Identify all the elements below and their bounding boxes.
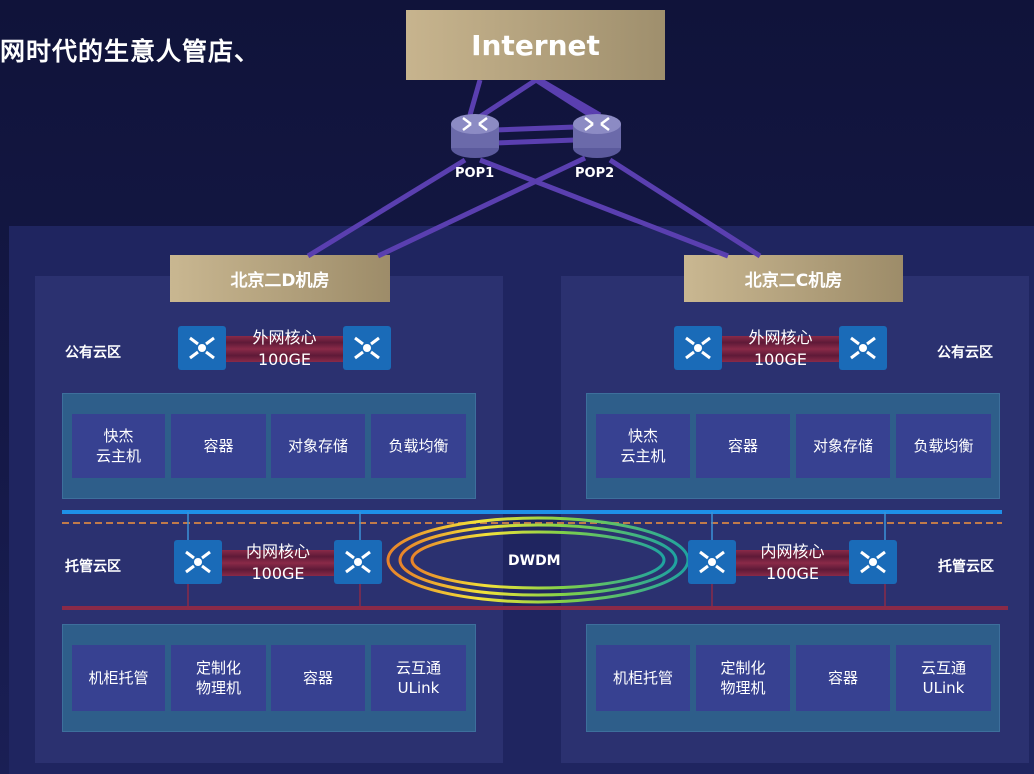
link-pop1-dc-right [479, 157, 729, 259]
left-hosted-service-0: 机柜托管 [72, 645, 165, 711]
link-pop1-dc-left [306, 157, 467, 259]
link-pop1-pop2-a [494, 124, 576, 133]
left-public-service-3: 负载均衡 [371, 414, 466, 478]
left-hosted-core-line1: 内网核心 [245, 542, 310, 561]
link-internet-pop1 [467, 79, 483, 116]
right-public-core-label: 外网核心 100GE [722, 327, 839, 371]
right-hosted-switch-b-icon [849, 540, 897, 584]
left-public-zone-label: 公有云区 [65, 345, 121, 361]
right-hosted-service-2: 容器 [796, 645, 890, 711]
internet-node: Internet [406, 10, 665, 80]
left-hosted-core-line2: 100GE [251, 564, 305, 583]
right-hosted-core-line2: 100GE [765, 564, 820, 583]
left-public-switch-b-icon [343, 326, 391, 370]
right-public-core-line1: 外网核心 [748, 328, 813, 347]
left-hosted-core-bar [222, 550, 334, 576]
left-public-switch-a-icon [178, 326, 226, 370]
headline-text: 网时代的生意人管店、 [0, 37, 261, 66]
left-hosted-switch-b-icon [334, 540, 382, 584]
datacenter-left-title: 北京二D机房 [170, 255, 390, 302]
right-public-core-bar [722, 336, 839, 362]
right-hosted-core-line1: 内网核心 [760, 542, 825, 561]
left-public-service-2: 对象存储 [271, 414, 365, 478]
left-public-core-label: 外网核心 100GE [226, 327, 343, 371]
right-public-zone-label: 公有云区 [937, 345, 993, 361]
pop2-router-icon [573, 114, 621, 158]
left-hosted-switch-a-icon [174, 540, 222, 584]
left-hosted-zone-label: 托管云区 [65, 559, 121, 575]
pop1-label: POP1 [455, 166, 495, 181]
link-pop2-dc-left [376, 155, 587, 259]
right-hosted-switch-a-icon [688, 540, 736, 584]
right-hosted-service-0: 机柜托管 [596, 645, 690, 711]
dwdm-ring-inner [410, 530, 666, 590]
link-pop1-pop2-b [494, 137, 576, 146]
left-public-core-line1: 外网核心 [252, 328, 317, 347]
right-public-switch-b-icon [839, 326, 887, 370]
datacenter-right-title: 北京二C机房 [684, 255, 903, 302]
dwdm-label: DWDM [508, 553, 561, 569]
dwdm-ring-mid [398, 523, 678, 597]
right-public-service-3: 负载均衡 [896, 414, 991, 478]
right-hosted-core-label: 内网核心 100GE [736, 541, 849, 585]
link-pop2-dc-right [608, 157, 762, 259]
right-public-service-2: 对象存储 [796, 414, 890, 478]
left-hosted-core-label: 内网核心 100GE [222, 541, 334, 585]
right-public-service-1: 容器 [696, 414, 790, 478]
right-hosted-service-3: 云互通 ULink [896, 645, 991, 711]
link-internet-pop2b [534, 77, 597, 121]
pop1-router-icon [451, 114, 499, 158]
left-public-service-0: 快杰 云主机 [72, 414, 165, 478]
right-public-service-0: 快杰 云主机 [596, 414, 690, 478]
left-public-core-line2: 100GE [257, 350, 312, 369]
right-public-core-line2: 100GE [753, 350, 808, 369]
right-hosted-core-bar [736, 550, 849, 576]
left-public-core-bar [226, 336, 343, 362]
right-hosted-zone-label: 托管云区 [938, 559, 994, 575]
left-hosted-service-2: 容器 [271, 645, 365, 711]
right-public-switch-a-icon [674, 326, 722, 370]
right-hosted-service-1: 定制化 物理机 [696, 645, 790, 711]
link-internet-pop2 [538, 77, 602, 118]
link-internet-pop1b [476, 77, 538, 121]
left-hosted-service-1: 定制化 物理机 [171, 645, 266, 711]
pop2-label: POP2 [575, 166, 615, 181]
left-public-service-1: 容器 [171, 414, 266, 478]
left-hosted-service-3: 云互通 ULink [371, 645, 466, 711]
